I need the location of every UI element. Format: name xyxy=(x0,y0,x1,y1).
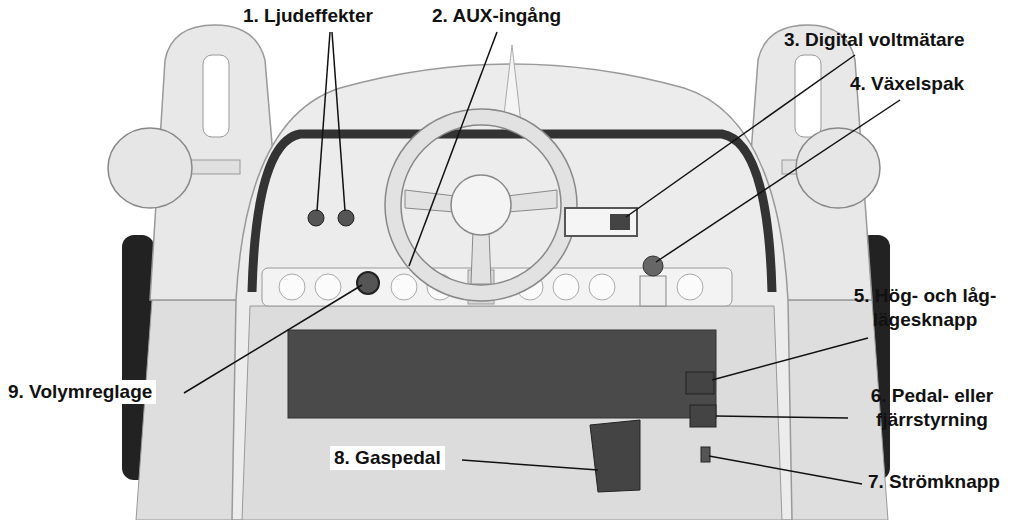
gear-base xyxy=(640,276,666,306)
mirror xyxy=(796,128,880,208)
callout-label: 9. Volymreglage xyxy=(4,380,156,404)
steering-wheel-edge xyxy=(385,109,577,301)
callout-label: 2. AUX-ingång xyxy=(432,4,561,28)
volume-knob xyxy=(357,272,379,294)
power-button xyxy=(701,447,710,462)
steering-wheel xyxy=(393,117,569,293)
callout-label: 4. Växelspak xyxy=(850,72,964,96)
gas-pedal xyxy=(590,420,640,492)
side-panel xyxy=(136,300,245,520)
callout-label: 5. Hög- och låg- lägesknapp xyxy=(832,284,1018,332)
mirror xyxy=(108,128,192,208)
callout-label: 6. Pedal- eller fjärrstyrning xyxy=(846,384,1018,432)
cockpit xyxy=(242,306,782,520)
callout-label: 3. Digital voltmätare xyxy=(784,28,965,52)
lamp xyxy=(795,55,821,137)
leader-lines xyxy=(184,32,900,484)
sound-button xyxy=(338,210,354,226)
car-body xyxy=(232,64,792,520)
callout-label: 8. Gaspedal xyxy=(330,446,445,470)
control-switch xyxy=(690,405,716,427)
callout-label: 7. Strömknapp xyxy=(868,470,1000,494)
dash-recess xyxy=(288,330,716,418)
lamp xyxy=(203,55,229,137)
callout-label: 1. Ljudeffekter xyxy=(243,4,373,28)
steering-hub xyxy=(451,175,511,235)
sound-button xyxy=(308,210,324,226)
mode-switch xyxy=(686,372,714,394)
voltmeter xyxy=(565,208,637,236)
steering-wheel-edge xyxy=(401,125,561,285)
